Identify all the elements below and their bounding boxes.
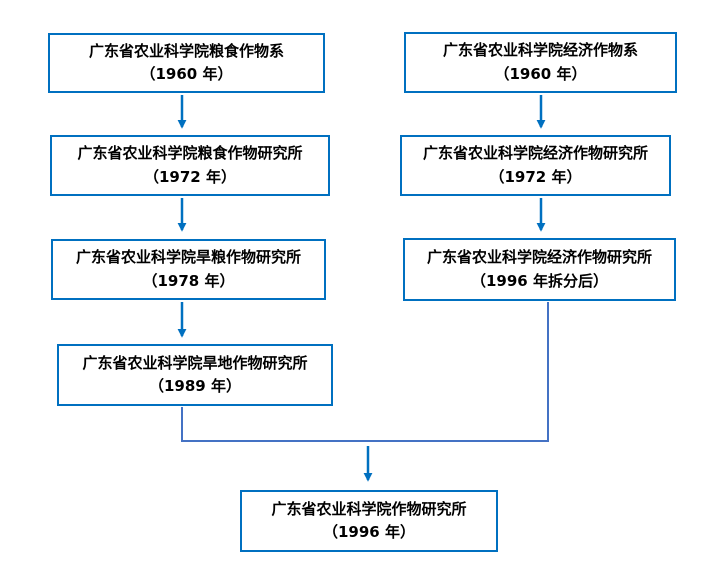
node-left-1960: 广东省农业科学院粮食作物系 （1960 年） xyxy=(48,33,325,93)
node-left-1972: 广东省农业科学院粮食作物研究所 （1972 年） xyxy=(50,135,330,196)
node-year: （1989 年） xyxy=(149,377,241,395)
node-year: （1996 年） xyxy=(323,523,415,541)
node-title: 广东省农业科学院粮食作物系 xyxy=(88,41,284,60)
node-title: 广东省农业科学院旱地作物研究所 xyxy=(82,353,308,372)
node-year: （1972 年） xyxy=(489,167,582,186)
node-title: 广东省农业科学院旱粮作物研究所 xyxy=(75,248,301,267)
node-right-1996-split: 广东省农业科学院经济作物研究所 （1996 年拆分后） xyxy=(403,238,676,301)
node-right-1972: 广东省农业科学院经济作物研究所 （1972 年） xyxy=(400,135,671,196)
node-left-1978: 广东省农业科学院旱粮作物研究所 （1978 年） xyxy=(51,239,326,300)
node-title: 广东省农业科学院作物研究所 xyxy=(271,499,467,518)
node-left-1989: 广东省农业科学院旱地作物研究所 （1989 年） xyxy=(57,344,333,406)
node-title: 广东省农业科学院经济作物系 xyxy=(442,41,638,60)
node-right-1960: 广东省农业科学院经济作物系 （1960 年） xyxy=(404,32,677,93)
node-title: 广东省农业科学院粮食作物研究所 xyxy=(77,144,303,163)
node-year: （1960 年） xyxy=(494,64,587,83)
node-year: （1972 年） xyxy=(144,167,236,186)
node-year: （1960 年） xyxy=(140,65,233,83)
node-year: （1978 年） xyxy=(142,271,235,290)
node-year: （1996 年拆分后） xyxy=(471,271,608,290)
node-title: 广东省农业科学院经济作物研究所 xyxy=(422,144,648,163)
node-title: 广东省农业科学院经济作物研究所 xyxy=(426,248,652,267)
node-merged-1996: 广东省农业科学院作物研究所 （1996 年） xyxy=(240,490,498,552)
